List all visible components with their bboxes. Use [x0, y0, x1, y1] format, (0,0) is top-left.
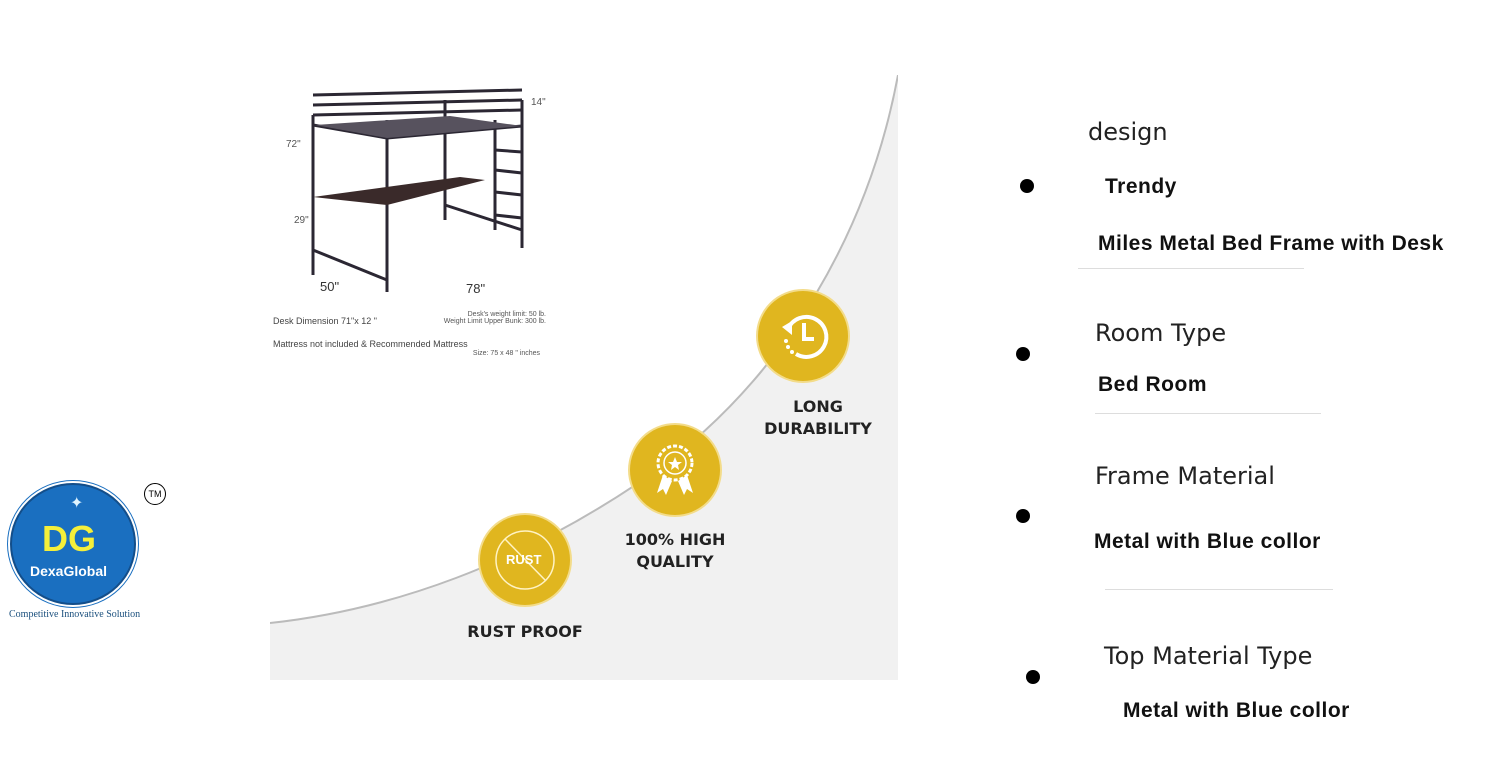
- durability-label-line1: LONG: [793, 397, 843, 416]
- sparkle-icon: ✦: [70, 495, 84, 512]
- quality-label-line1: 100% HIGH: [624, 530, 726, 549]
- bullet-icon: [1016, 347, 1030, 361]
- desk-height-label: 29": [294, 215, 309, 226]
- logo-tagline: Competitive Innovative Solution: [9, 609, 141, 620]
- rust-prohibited-icon: [495, 530, 555, 590]
- desk-dimension-text: Desk Dimension 71"x 12 ": [273, 316, 377, 326]
- product-name: Miles Metal Bed Frame with Desk: [1098, 232, 1444, 255]
- award-ribbon-icon: [656, 444, 694, 495]
- frame-material-value: Metal with Blue collor: [1094, 530, 1321, 553]
- quality-label-line2: QUALITY: [636, 552, 714, 571]
- rust-icon-text: RUST: [506, 552, 542, 567]
- logo-initials: DG: [42, 518, 96, 559]
- quality-label: 100% HIGH QUALITY: [595, 529, 755, 573]
- length-label: 78": [466, 281, 486, 296]
- clock-history-icon: [782, 314, 829, 359]
- rust-proof-badge: RUST: [480, 515, 570, 605]
- design-value: Trendy: [1105, 175, 1177, 198]
- logo-name: DexaGlobal: [30, 563, 108, 579]
- weight-limits: Desk's weight limit: 50 lb. Weight Limit…: [390, 311, 546, 325]
- loft-bed-illustration: [311, 88, 524, 292]
- design-heading: design: [1088, 118, 1168, 146]
- logo-circle: ✦ DG DexaGlobal: [10, 483, 136, 605]
- top-material-value: Metal with Blue collor: [1123, 699, 1350, 722]
- durability-label-line2: DURABILITY: [764, 419, 872, 438]
- top-material-heading: Top Material Type: [1104, 642, 1313, 670]
- mattress-size: Size: 75 x 48 " inches: [472, 350, 540, 357]
- height-label: 72": [286, 139, 301, 150]
- bunk-weight-text: Weight Limit Upper Bunk: 300 lb.: [443, 318, 546, 325]
- rail-height-label: 14": [531, 97, 546, 108]
- trademark-icon: TM: [144, 483, 166, 505]
- divider: [1078, 268, 1304, 269]
- rust-proof-label: RUST PROOF: [467, 622, 583, 641]
- frame-material-heading: Frame Material: [1095, 462, 1275, 490]
- desk-weight-text: Desk's weight limit: 50 lb.: [467, 311, 546, 318]
- durability-badge: [758, 291, 848, 381]
- divider: [1095, 413, 1321, 414]
- bullet-icon: [1026, 670, 1040, 684]
- bullet-icon: [1016, 509, 1030, 523]
- quality-badge: [630, 425, 720, 515]
- bullet-icon: [1020, 179, 1034, 193]
- durability-label: LONG DURABILITY: [738, 396, 898, 440]
- mattress-note: Mattress not included & Recommended Matt…: [273, 339, 468, 349]
- room-type-value: Bed Room: [1098, 373, 1207, 396]
- width-label: 50": [320, 279, 340, 294]
- divider: [1105, 589, 1333, 590]
- room-type-heading: Room Type: [1095, 319, 1227, 347]
